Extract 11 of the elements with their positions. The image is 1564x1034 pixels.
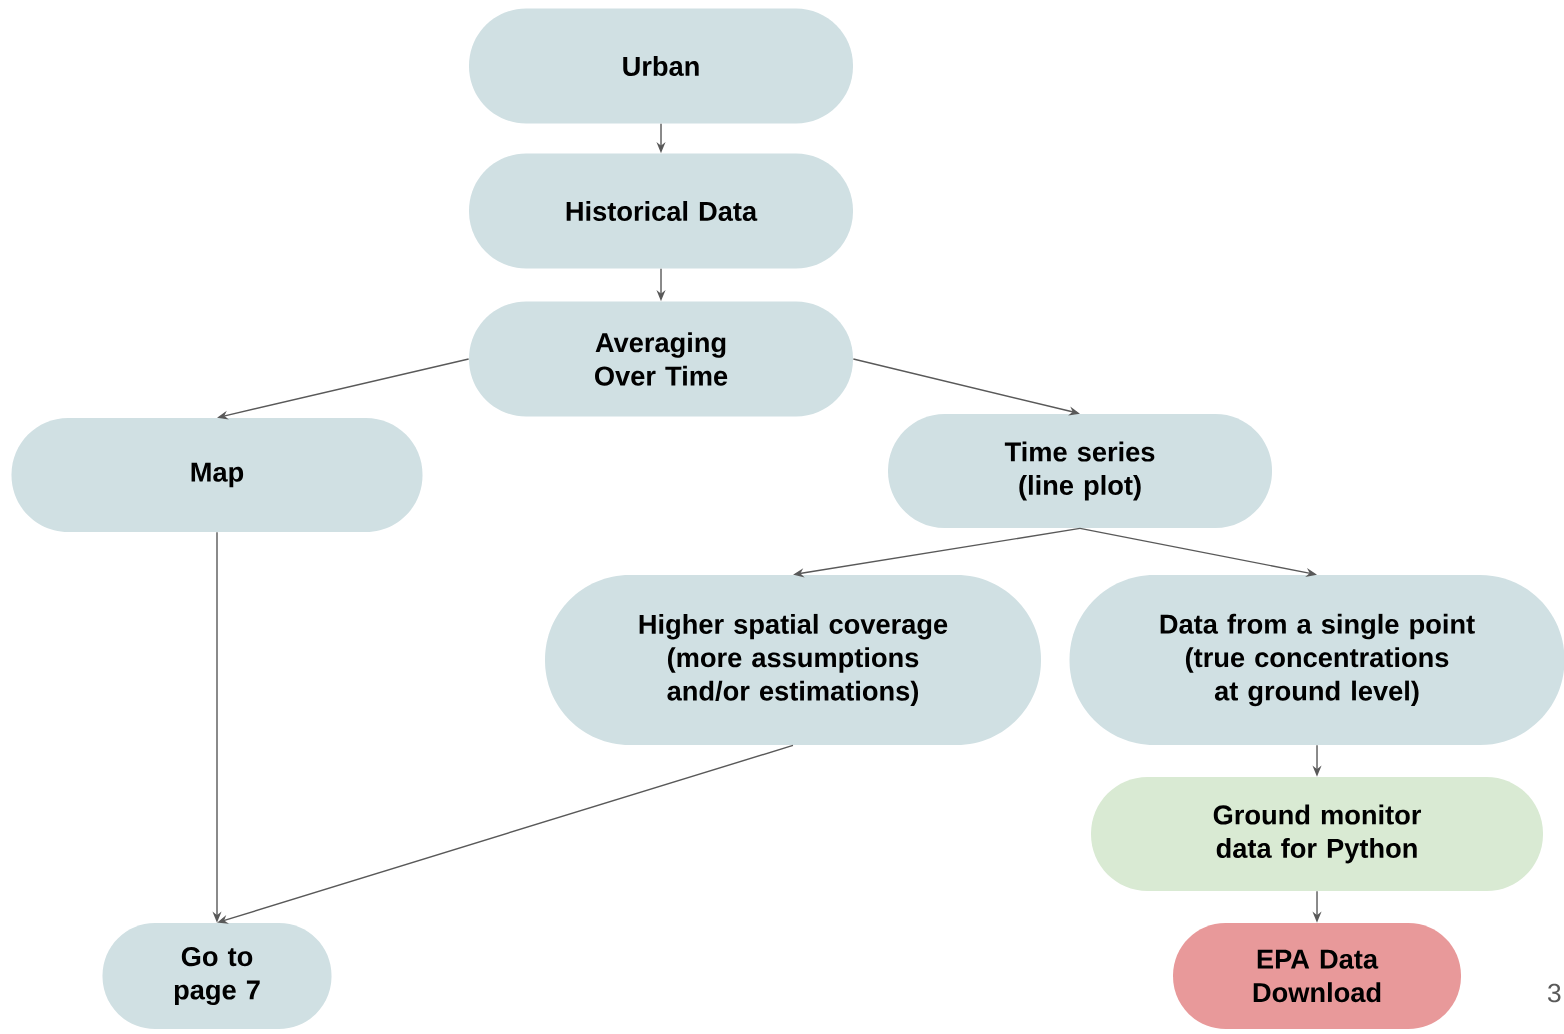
process-box: Map bbox=[11, 418, 423, 532]
process-box: Higher spatial coverage (more assumptions and/or estimations) bbox=[545, 575, 1041, 745]
process-box: Go to page 7 bbox=[102, 923, 332, 1029]
page-number: 3 bbox=[1548, 983, 1561, 1003]
process-box: Averaging Over Time bbox=[469, 301, 853, 417]
process-box: Ground monitor data for Python bbox=[1091, 777, 1543, 891]
process-box: Historical Data bbox=[469, 153, 853, 269]
process-box: Time series (line plot) bbox=[888, 414, 1272, 528]
process-box: Data from a single point (true concentrations at ground level) bbox=[1069, 575, 1564, 745]
process-box: Urban bbox=[469, 8, 853, 124]
process-box: EPA Data Download bbox=[1173, 923, 1461, 1029]
